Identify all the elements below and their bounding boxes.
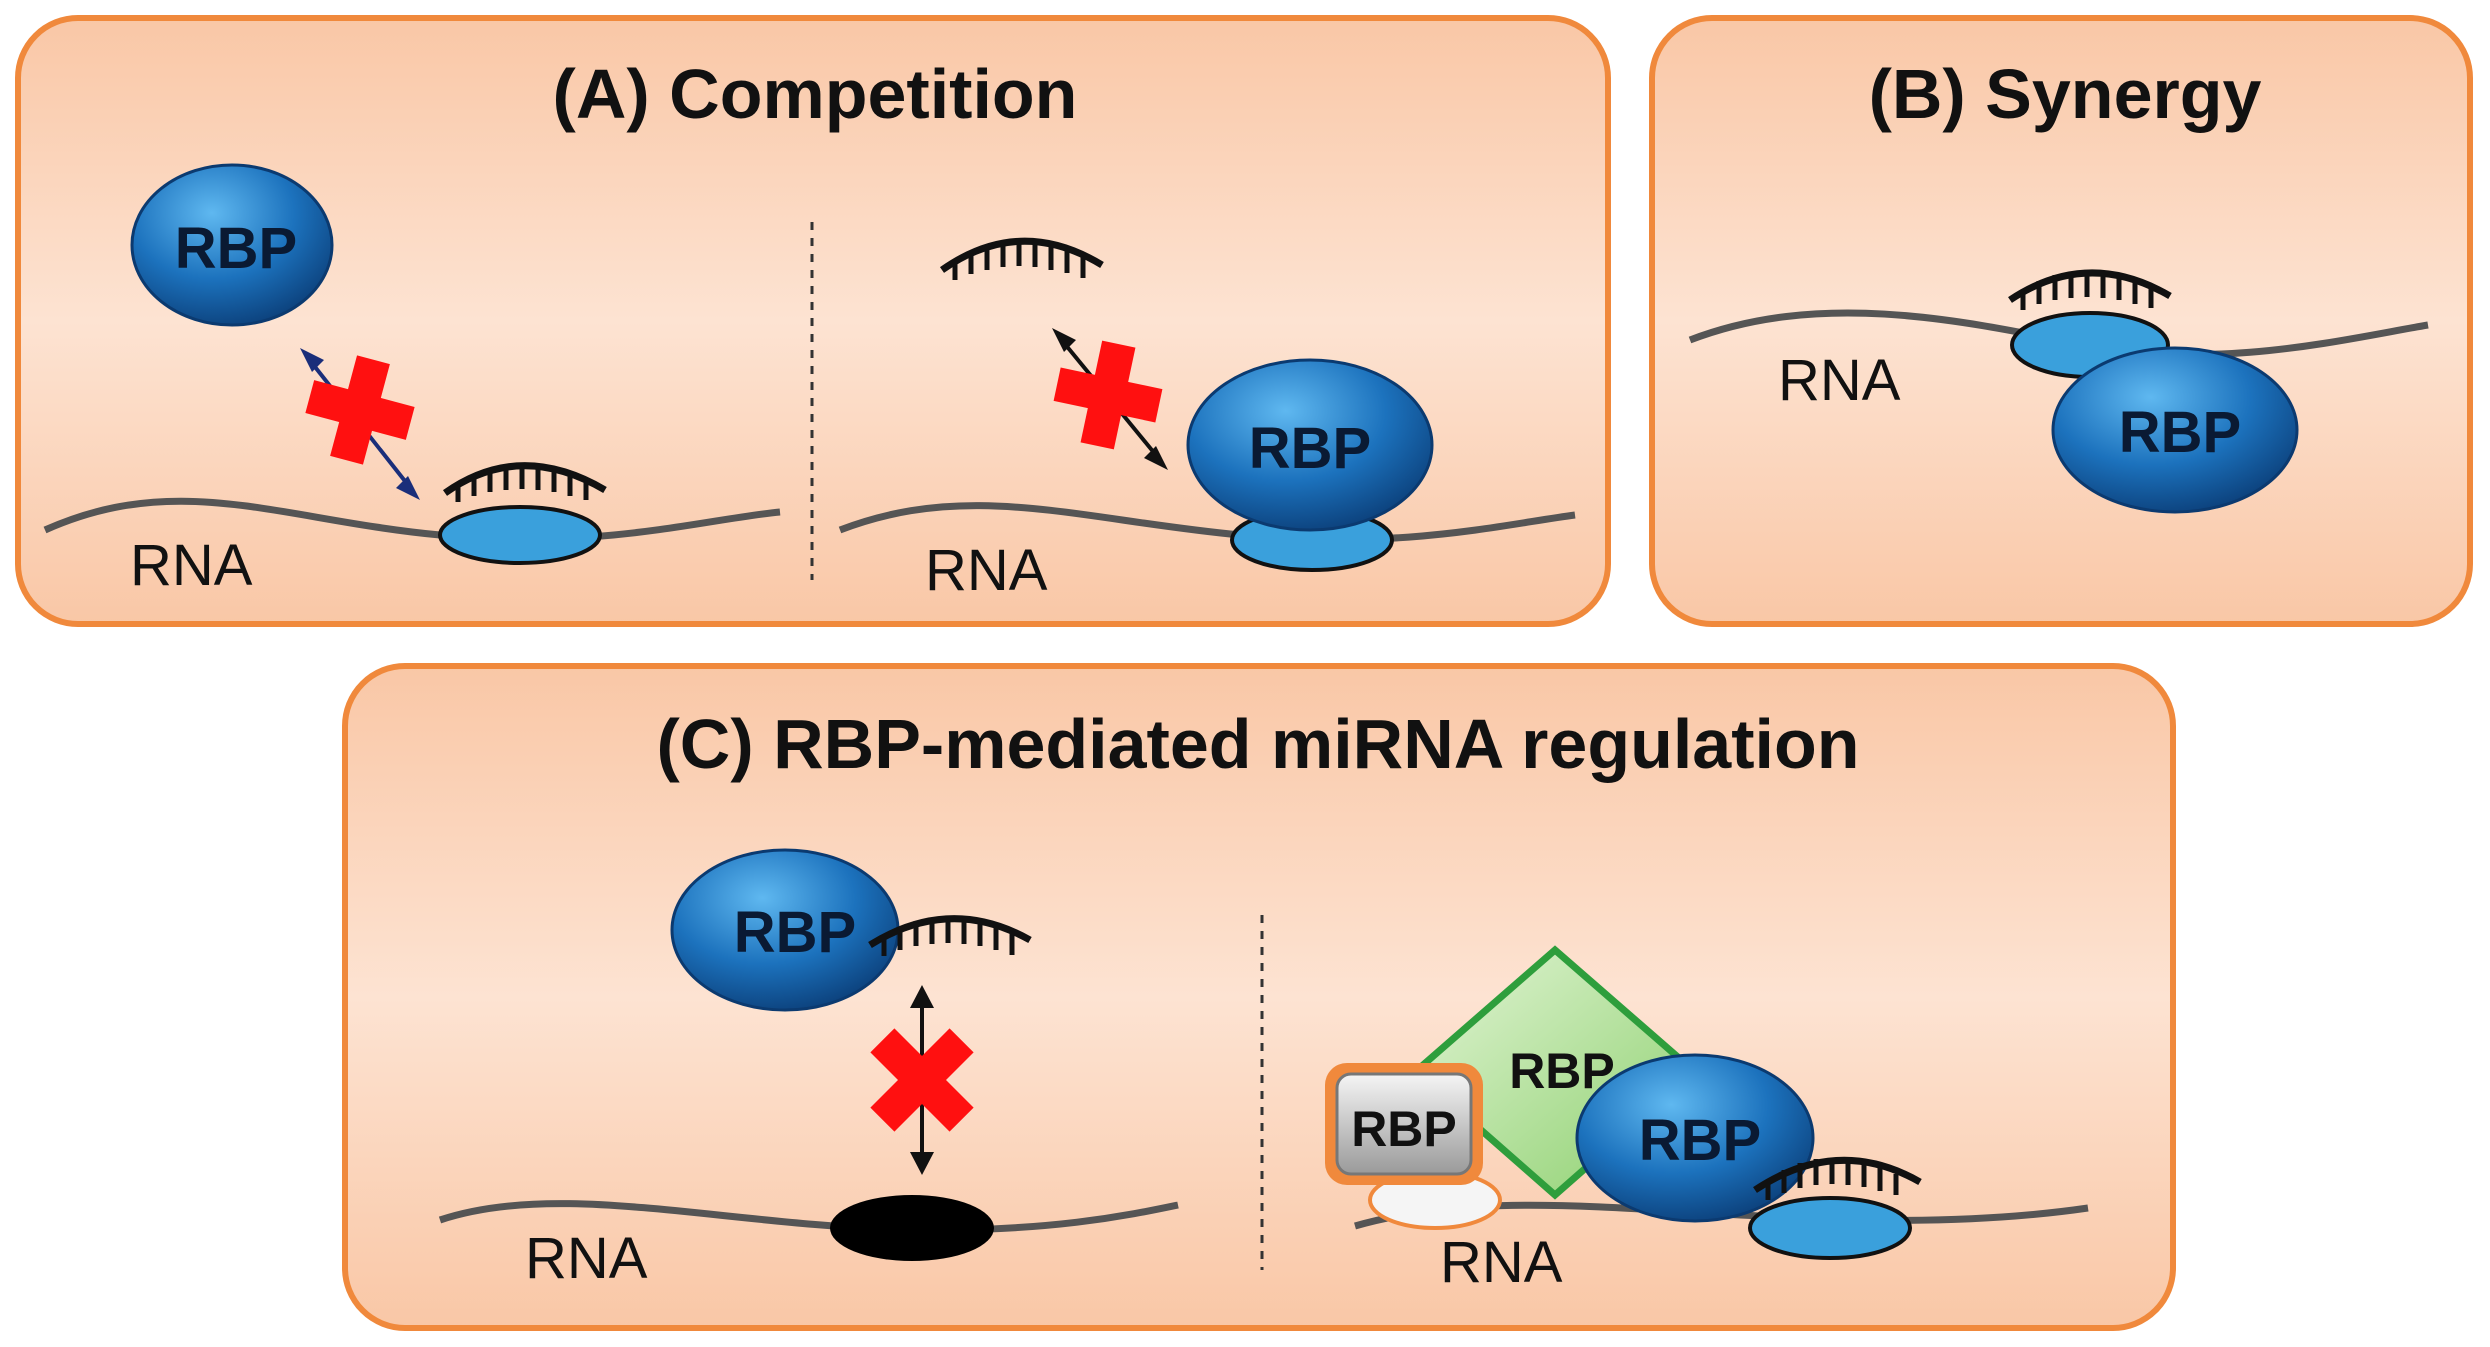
- rbp-protein: RBP: [130, 163, 334, 327]
- red-x-icon: [870, 1028, 974, 1132]
- panel-b: (B) Synergy RBP RNA: [1649, 15, 2473, 627]
- binding-site: [1748, 1196, 1912, 1260]
- panel-a-title: (A) Competition: [553, 55, 1078, 133]
- svg-text:RBP: RBP: [1249, 416, 1371, 481]
- rna-label: RNA: [1440, 1230, 1563, 1295]
- svg-text:RBP: RBP: [734, 900, 856, 965]
- svg-text:RBP: RBP: [2119, 400, 2241, 465]
- rna-label: RNA: [525, 1226, 648, 1291]
- mirna-icon: [1753, 1156, 1922, 1200]
- svg-text:RBP: RBP: [1351, 1101, 1457, 1157]
- red-cross-icon: [305, 355, 415, 465]
- binding-site: [438, 505, 602, 565]
- rna-label: RNA: [925, 538, 1048, 603]
- panel-c-title: (C) RBP-mediated miRNA regulation: [656, 705, 1859, 783]
- svg-text:RBP: RBP: [175, 216, 297, 281]
- svg-text:RBP: RBP: [1639, 1108, 1761, 1173]
- mirna-icon: [939, 237, 1104, 280]
- panel-c: (C) RBP-mediated miRNA regulation RBP: [342, 663, 2176, 1331]
- panel-a: (A) Competition RBP: [15, 15, 1611, 627]
- rna-label: RNA: [1778, 348, 1901, 413]
- rbp-green-diamond: RBP: [1409, 945, 1701, 1200]
- rbp-protein: RBP: [1575, 1053, 1815, 1223]
- rna-label: RNA: [130, 533, 253, 598]
- rbp-protein: RBP: [2051, 346, 2299, 514]
- mirna-icon: [2008, 269, 2172, 310]
- mirna-icon: [442, 462, 607, 502]
- binding-site: [830, 1195, 994, 1261]
- rbp-grey-box: RBP: [1325, 1063, 1483, 1185]
- red-cross-icon: [1053, 340, 1163, 450]
- panel-b-title: (B) Synergy: [1869, 55, 2262, 133]
- mirna-icon: [868, 915, 1032, 956]
- rbp-protein: RBP: [670, 848, 900, 1012]
- rbp-protein: RBP: [1186, 358, 1434, 532]
